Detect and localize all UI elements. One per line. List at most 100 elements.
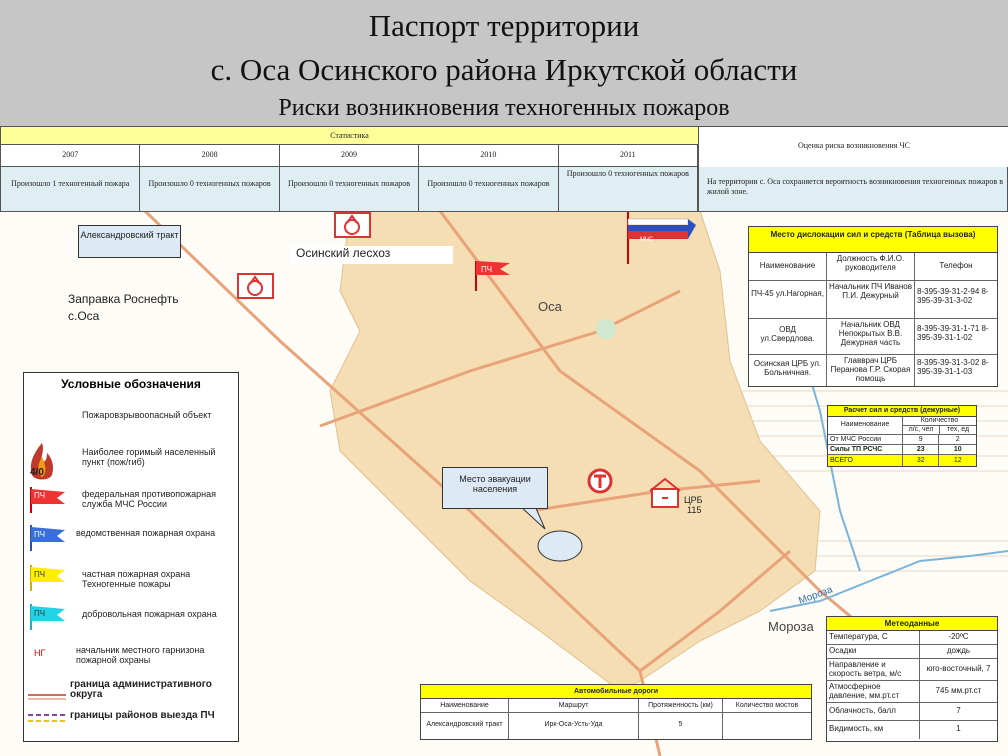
table-header-group: Количество л/с, чел тех, ед (903, 417, 976, 434)
event-cell: Произошло 0 техногенных пожаров (280, 167, 420, 212)
hospital-label: ЦРБ (684, 495, 703, 505)
admin-boundary-icon (28, 694, 66, 700)
hospital-icon (649, 477, 681, 508)
river (769, 550, 1008, 612)
table-row: Видимость, км 1 (827, 721, 997, 739)
table-cell: 8-395-39-31-1-71 8-395-39-31-1-02 (917, 324, 989, 342)
table-header-cell: Количество мостов (735, 702, 799, 709)
legend-item-admin-boundary: граница административного округа (70, 679, 212, 700)
table-cell: Видимость, км (827, 721, 920, 739)
table-row: Атмосферное давление, мм.рт.ст 745 мм.рт… (827, 681, 997, 703)
callout-aleksandrovsky-trakt: Александровский тракт (78, 225, 181, 258)
legend-flag-label: ПЧ (34, 491, 46, 500)
settlement-name-osa: Оса (538, 299, 563, 314)
legend-title: Условные обозначения (61, 377, 201, 391)
table-row: От МЧС России 9 2 (828, 435, 976, 445)
table-row: ПЧ-45 ул.Нагорная, Начальник ПЧ Иванов П… (749, 281, 997, 319)
legend-item-burning-settlement: Наиболее горимый населенный пункт (пож/г… (82, 447, 216, 467)
table-cell: Начальник ОВД Непокрытых В.В. Дежурная ч… (827, 319, 915, 354)
forces-table: Место дислокации сил и средств (Таблица … (748, 226, 998, 387)
statistics-panel: Статистика Оценка риска возникновения ЧС… (0, 126, 1008, 212)
title-banner: Паспорт территории с. Оса Осинского райо… (0, 0, 1008, 126)
table-cell: Температура, С (827, 631, 920, 644)
yellow-flag-icon (30, 565, 65, 591)
label-osinsky-leskhoz: Осинский лесхоз (290, 246, 453, 264)
table-cell (723, 713, 811, 739)
table-row: ОВД ул.Свердлова. Начальник ОВД Непокрыт… (749, 319, 997, 355)
legend-ng-label: НГ (34, 648, 46, 658)
roads-table: Автомобильные дороги Наименование Маршру… (420, 684, 812, 740)
legend-item-garrison-chief: начальник местного гарнизона пожарной ох… (76, 645, 205, 665)
table-cell: 32 (903, 455, 940, 466)
table-row: Температура, С -20ºС (827, 631, 997, 645)
table-row: Направление и скорость ветра, м/с юго-во… (827, 659, 997, 681)
statistics-years-row: 2007 2008 2009 2010 2011 (1, 145, 699, 167)
flame-icon (30, 443, 54, 480)
table-header-row: Наименование Маршрут Протяженность (км) … (421, 699, 811, 713)
table-cell: ПЧ-45 ул.Нагорная, (749, 281, 827, 318)
table-cell: Начальник ПЧ Иванов П.И. Дежурный (827, 281, 915, 318)
table-header-cell: Количество (903, 417, 976, 426)
fire-station-flag-label: ПЧ (481, 265, 492, 274)
table-cell: Атмосферное давление, мм.рт.ст (827, 681, 920, 702)
fire-hazard-icon (334, 212, 371, 238)
mchs-flag-label: МЧС (640, 237, 654, 243)
blue-flag-icon (30, 525, 65, 551)
table-header-cell: Должность Ф.И.О. руководителя (827, 253, 915, 280)
table-header-cell: Наименование (749, 253, 827, 280)
legend-flag-label: ПЧ (34, 530, 46, 539)
table-cell: От МЧС России (828, 435, 903, 444)
table-cell: ВСЕГО (828, 455, 903, 466)
roads-table-title: Автомобильные дороги (421, 685, 811, 699)
table-row: Осинская ЦРБ ул. Больничная. Главврач ЦР… (749, 355, 997, 386)
table-header-cell: Наименование (421, 699, 509, 712)
table-header-cell: л/с, чел (903, 426, 941, 434)
legend-item-volunteer-guard: добровольная пожарная охрана (82, 609, 217, 619)
legend-panel: Условные обозначения Пожаровзрывоопасный… (23, 372, 239, 742)
risk-assessment-header: Оценка риска возникновения ЧС (698, 127, 1008, 167)
title-line2: с. Оса Осинского района Иркутской област… (210, 52, 798, 87)
event-cell: Произошло 1 техногенный пожара (1, 167, 141, 212)
fire-station-flag: ПЧ (475, 261, 510, 291)
table-cell: 8-395-39-31-3-02 8-395-39-31-1-03 (917, 358, 989, 376)
table-cell: 745 мм.рт.ст (935, 686, 982, 695)
red-flag-icon (30, 487, 65, 513)
hospital-number: 115 (687, 505, 701, 515)
table-cell: Облачность, балл (827, 703, 920, 720)
village-name-moroza: Мороза (768, 619, 814, 634)
table-row-total: ВСЕГО 32 12 (828, 455, 976, 466)
year-cell: 2011 (559, 145, 699, 166)
mchs-flag: МЧС (627, 211, 696, 264)
statistics-events-row: Произошло 1 техногенный пожара Произошло… (1, 167, 699, 212)
table-cell: юго-восточный, 7 (926, 664, 991, 673)
table-header-row: Наименование Количество л/с, чел тех, ед (828, 417, 976, 435)
table-cell: -20ºС (948, 632, 969, 641)
table-cell: Осинская ЦРБ ул. Больничная. (749, 355, 827, 386)
table-header-cell: Наименование (828, 417, 904, 434)
table-cell: 1 (956, 724, 961, 733)
legend-item-departmental-guard: ведомственная пожарная охрана (76, 528, 216, 538)
meteo-table: Метеоданные Температура, С -20ºС Осадки … (826, 616, 998, 742)
table-cell: 8-395-39-31-2-94 8-395-39-31-3-02 (917, 287, 989, 305)
table-cell: 10 (953, 446, 962, 453)
table-header-row: Наименование Должность Ф.И.О. руководите… (749, 253, 997, 281)
table-cell: 7 (956, 706, 961, 715)
table-header-cell: тех, ед (946, 426, 970, 433)
legend-item-private-guard: частная пожарная охрана Техногенные пожа… (82, 569, 191, 589)
year-cell: 2008 (140, 145, 280, 166)
district-boundary-icon (28, 714, 66, 722)
table-cell: Александровский тракт (421, 713, 509, 739)
legend-item-district-boundary: границы районов выезда ПЧ (70, 710, 215, 721)
table-cell: Осадки (827, 645, 920, 658)
legend-fire-count: 4/0 (30, 467, 44, 478)
table-row: Облачность, балл 7 (827, 703, 997, 721)
duty-table: Расчет сил и средств (дежурные) Наименов… (827, 405, 977, 467)
fire-hazard-icon (237, 273, 274, 299)
subtitle: Риски возникновения техногенных пожаров (278, 95, 730, 121)
table-row: Александровский тракт Ирк-Оса-Усть-Уда 5 (421, 713, 811, 739)
year-cell: 2009 (280, 145, 420, 166)
table-row: Силы ТП РСЧС 23 10 (828, 445, 976, 455)
meteo-table-title: Метеоданные (827, 617, 997, 631)
callout-evacuation: Место эвакуации населения (442, 467, 548, 509)
table-cell: 5 (639, 713, 723, 739)
